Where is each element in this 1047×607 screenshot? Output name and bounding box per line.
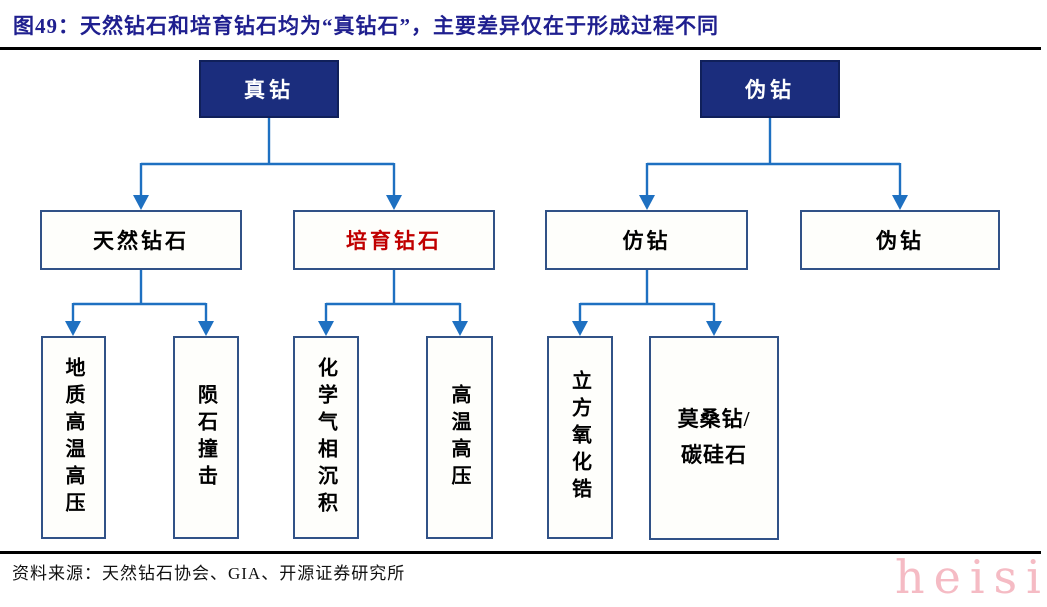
connector-natural-children: [71, 270, 208, 323]
node-label: 伪钻: [876, 229, 924, 253]
node-real-diamond-root: 真钻: [199, 60, 339, 118]
node-fake-diamond: 伪钻: [800, 210, 1000, 270]
node-hpht: 高温高压: [426, 336, 493, 539]
node-moissanite: 莫桑钻/ 碳硅石: [649, 336, 779, 540]
footer-divider: [0, 551, 1041, 554]
connector-fake-root-children: [645, 118, 902, 197]
node-label: 高温高压: [448, 383, 470, 492]
connector-lab-grown-children: [324, 270, 462, 323]
figure-title: 图49：天然钻石和培育钻石均为“真钻石”，主要差异仅在于形成过程不同: [13, 14, 719, 38]
arrowhead-to-geological: [65, 321, 81, 336]
node-label: 天然钻石: [93, 229, 189, 253]
arrowhead-to-imitation: [639, 195, 655, 210]
arrowhead-to-fake: [892, 195, 908, 210]
node-label: 仿钻: [622, 229, 671, 253]
connector-imitation-children: [578, 270, 716, 323]
node-natural-diamond: 天然钻石: [40, 210, 242, 270]
connector-real-root-children: [139, 118, 396, 197]
node-geological-hpht: 地质高温高压: [41, 336, 106, 539]
node-label: 化学气相沉积: [314, 356, 337, 519]
node-label: 立方氧化锆: [568, 370, 591, 505]
arrowhead-to-moissanite: [706, 321, 722, 336]
arrowhead-to-cubic-zirconia: [572, 321, 588, 336]
node-label: 地质高温高压: [62, 356, 84, 519]
arrowhead-to-meteorite: [198, 321, 214, 336]
node-imitation-diamond: 仿钻: [545, 210, 748, 270]
node-label: 莫桑钻/ 碳硅石: [677, 407, 751, 467]
source-note: 资料来源：天然钻石协会、GIA、开源证券研究所: [12, 564, 406, 583]
node-label: 培育钻石: [346, 229, 442, 253]
node-cubic-zirconia: 立方氧化锆: [547, 336, 613, 539]
watermark: heisi: [895, 550, 1047, 604]
arrowhead-to-hpht: [452, 321, 468, 336]
node-lab-grown-diamond: 培育钻石: [293, 210, 495, 270]
node-label: 伪钻: [745, 78, 795, 102]
title-divider: [0, 47, 1041, 50]
arrowhead-to-natural: [133, 195, 149, 210]
node-cvd: 化学气相沉积: [293, 336, 359, 539]
node-meteorite-impact: 陨石撞击: [173, 336, 239, 539]
arrowhead-to-lab-grown: [386, 195, 402, 210]
node-label: 陨石撞击: [194, 383, 217, 492]
arrowhead-to-cvd: [318, 321, 334, 336]
node-label: 真钻: [244, 78, 294, 102]
node-fake-diamond-root: 伪钻: [700, 60, 840, 118]
